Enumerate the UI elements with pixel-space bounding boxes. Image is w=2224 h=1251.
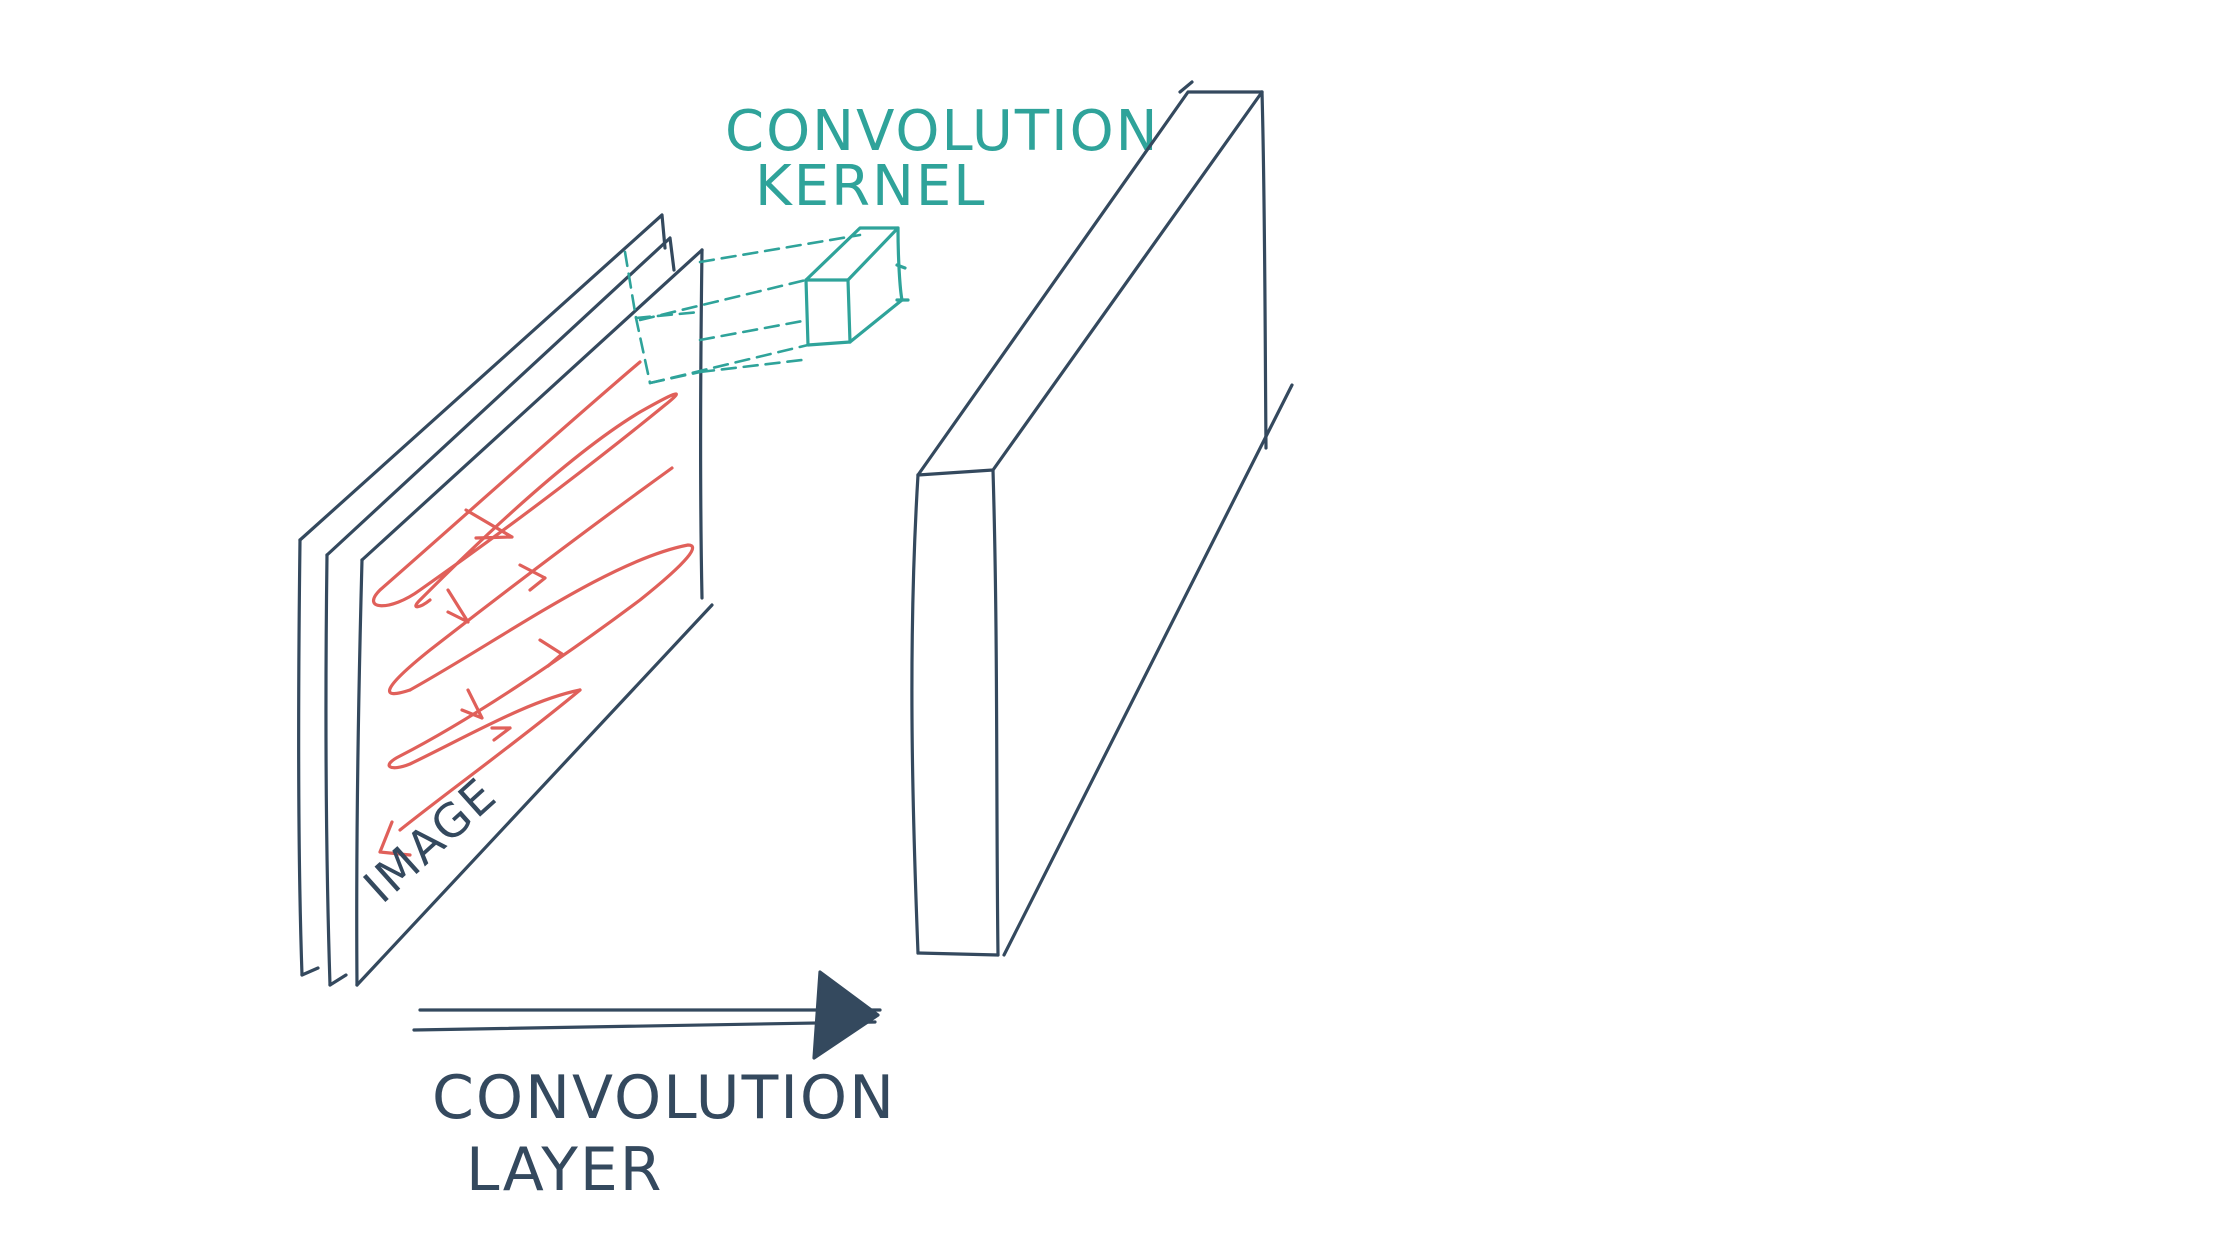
scan-arrowhead-2 xyxy=(518,563,547,592)
image-sheet-back xyxy=(297,213,667,977)
arrow-shaft-echo xyxy=(412,1020,877,1032)
layer-label-line2: LAYER xyxy=(466,1135,663,1205)
output-layer-slab xyxy=(910,80,1294,957)
image-sheet-front xyxy=(355,248,714,987)
scan-arrowhead-6 xyxy=(490,726,512,742)
image-sheet-middle xyxy=(324,236,676,987)
image-label: IMAGE xyxy=(353,767,507,913)
kernel-label-line2: KERNEL xyxy=(755,154,987,219)
kernel-scan-path xyxy=(372,360,695,857)
scan-arrowhead-7 xyxy=(378,820,412,857)
kernel-box xyxy=(804,226,910,347)
convolution-arrow xyxy=(412,970,882,1060)
convolution-kernel xyxy=(623,226,910,385)
scan-arrowhead-5 xyxy=(460,688,484,720)
scan-arrowhead-3 xyxy=(446,588,470,624)
kernel-projection-lines xyxy=(638,233,862,385)
layer-label-line1: CONVOLUTION xyxy=(432,1063,896,1133)
kernel-label-line1: CONVOLUTION xyxy=(725,99,1160,164)
receptive-field xyxy=(623,250,702,385)
scan-arrowhead-4 xyxy=(538,638,564,668)
input-image-stack xyxy=(297,213,714,987)
arrow-head xyxy=(812,970,880,1060)
scan-arrowhead-1 xyxy=(464,508,514,540)
